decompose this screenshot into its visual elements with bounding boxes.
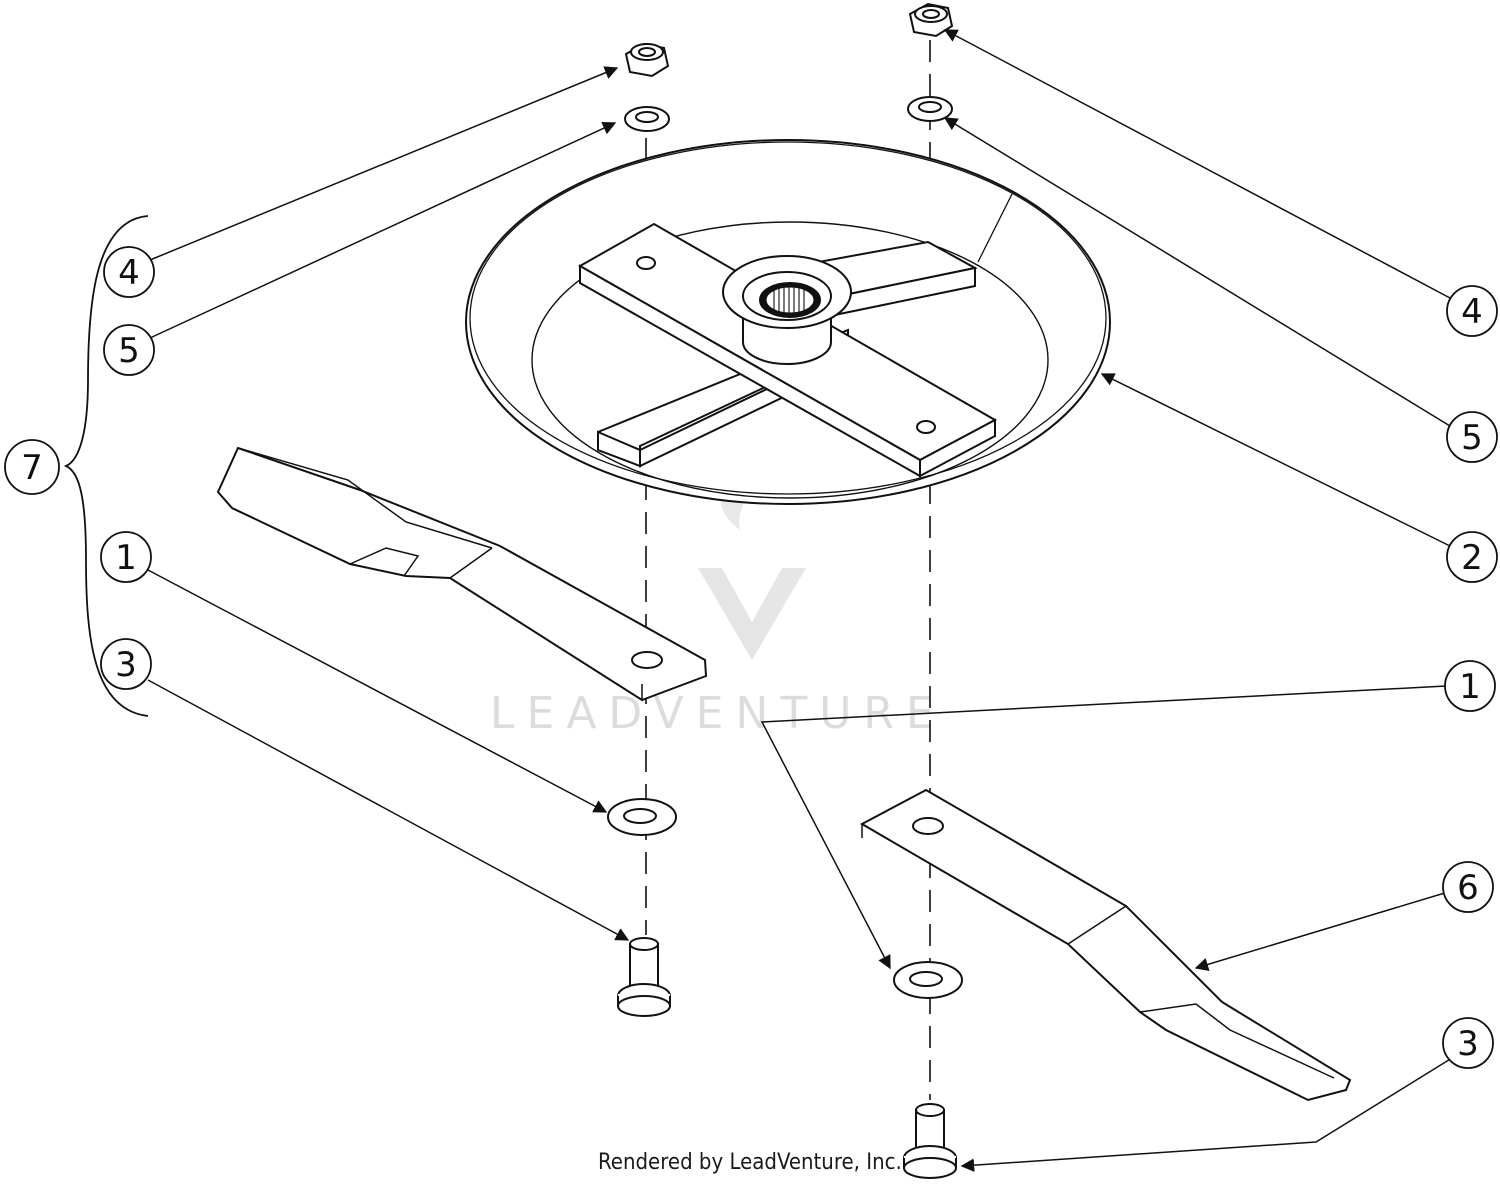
balloon-washer-right-lower xyxy=(1444,660,1496,712)
callout-blade-right: 6 xyxy=(1457,868,1479,908)
callout-labels: 7 4 5 1 3 4 5 2 1 6 3 xyxy=(21,253,1483,1064)
left-mower-blade xyxy=(216,446,708,702)
leader-right-nut xyxy=(943,29,1451,299)
right-lower-washer xyxy=(893,961,963,999)
leader-left-nut xyxy=(149,66,619,261)
balloon-bolt-left xyxy=(100,638,152,690)
leader-lines xyxy=(147,29,1453,1172)
right-flat-washer xyxy=(907,96,953,122)
rendered-by-credit: Rendered by LeadVenture, Inc. xyxy=(598,1150,902,1175)
leadventure-watermark: LEADVENTURE xyxy=(490,458,946,739)
callout-nut-left: 4 xyxy=(118,253,140,293)
left-blade-bolt xyxy=(617,937,671,1017)
leader-right-washer xyxy=(943,117,1451,427)
balloon-assembly xyxy=(4,439,60,495)
balloon-washer-right xyxy=(1446,411,1498,463)
leader-right-washer-lower xyxy=(760,685,1447,970)
balloon-blade-holder xyxy=(1446,531,1498,583)
leader-left-washer xyxy=(149,121,617,339)
right-lock-nut xyxy=(908,2,954,38)
balloon-blade-right xyxy=(1442,861,1494,913)
callout-nut-right: 4 xyxy=(1461,292,1483,332)
callout-bolt-right: 3 xyxy=(1457,1024,1479,1064)
leader-right-bolt xyxy=(960,1057,1453,1172)
spindle-hub xyxy=(722,255,852,365)
left-lock-nut xyxy=(624,42,670,78)
callout-washer-right: 5 xyxy=(1461,418,1483,458)
balloon-nut-right xyxy=(1446,285,1498,337)
callout-assembly: 7 xyxy=(21,448,43,488)
balloon-washer-left xyxy=(103,324,155,376)
right-mower-blade xyxy=(859,788,1352,1102)
leader-blade-holder xyxy=(1100,373,1451,547)
callout-washer-left: 5 xyxy=(118,331,140,371)
callout-blade-holder: 2 xyxy=(1461,538,1483,578)
leader-right-blade xyxy=(1194,891,1449,971)
callout-washer-right-lower: 1 xyxy=(1459,667,1481,707)
leader-left-bolt xyxy=(147,679,630,941)
right-blade-bolt xyxy=(903,1103,957,1179)
callout-balloons xyxy=(4,246,1498,1069)
balloon-nut-left xyxy=(103,246,155,298)
callout-blade-left: 1 xyxy=(115,538,137,578)
assembly-bracket xyxy=(63,215,149,717)
callout-bolt-left: 3 xyxy=(115,645,137,685)
left-lower-washer xyxy=(607,798,677,836)
balloon-blade-left xyxy=(100,531,152,583)
watermark-text: LEADVENTURE xyxy=(490,688,946,739)
left-flat-washer xyxy=(624,106,670,132)
leader-left-washer-lower xyxy=(147,569,608,813)
balloon-bolt-right xyxy=(1442,1017,1494,1069)
